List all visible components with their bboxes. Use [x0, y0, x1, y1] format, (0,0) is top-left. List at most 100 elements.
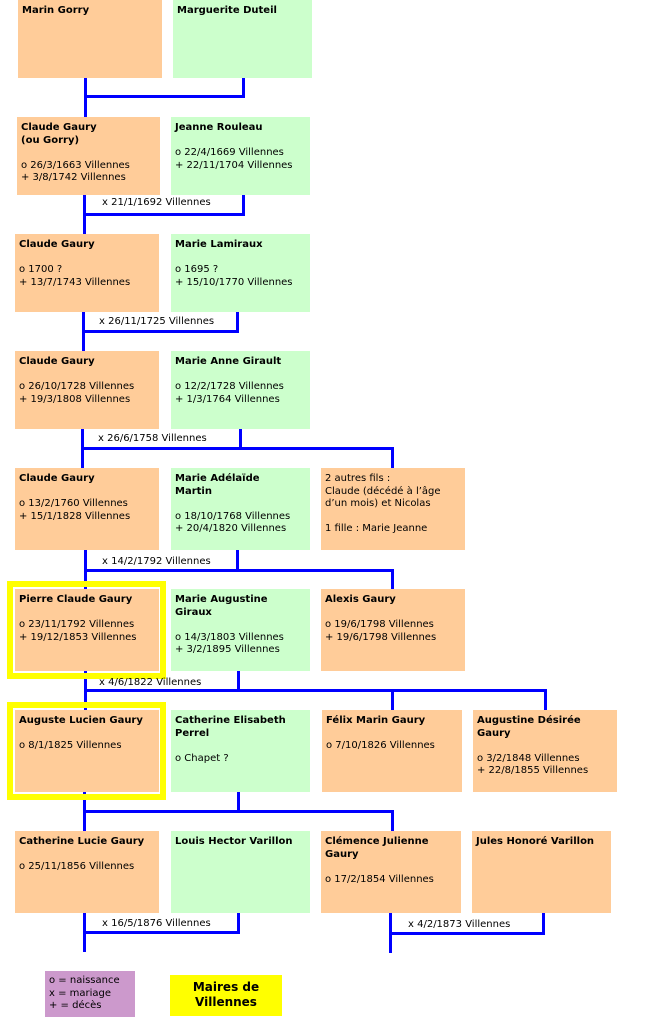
person-name: Marin Gorry: [22, 5, 90, 16]
life-event: o 26/3/1663 Villennes: [21, 159, 130, 171]
marriage-label: x 4/2/1873 Villennes: [408, 919, 511, 930]
mayor-highlight: [7, 581, 166, 679]
connector-line: [236, 312, 239, 331]
life-event: + 22/11/1704 Villennes: [175, 159, 293, 171]
spouse-box: Marie Adélaïde Martin o 18/10/1768 Villen…: [171, 468, 310, 550]
life-event: + 19/3/1808 Villennes: [19, 393, 131, 405]
connector-line: [84, 213, 245, 216]
person-name: Marie Augustine Giraux: [175, 594, 268, 618]
life-event: o 19/6/1798 Villennes: [325, 619, 434, 630]
person-box: Alexis Gaury o 19/6/1798 Villennes+ 19/6/…: [321, 589, 465, 671]
person-name: Jeanne Rouleau: [175, 122, 263, 133]
person-box: 2 autres fils : Claude (décédé à l’âge d…: [321, 468, 465, 550]
life-event: + 22/8/1855 Villennes: [477, 765, 589, 776]
life-event: + 3/8/1742 Villennes: [21, 172, 126, 183]
connector-line: [82, 447, 394, 450]
person-name: Marie Lamiraux: [175, 239, 263, 250]
person-name: Auguste Lucien Gaury: [19, 715, 143, 726]
connector-line: [84, 931, 240, 934]
life-event: + 3/2/1895 Villennes: [175, 644, 280, 655]
person-name: Félix Marin Gaury: [326, 715, 426, 726]
person-name: Marie Anne Girault: [175, 356, 282, 367]
person-name: Claude Gaury (ou Gorry): [21, 122, 97, 146]
connector-line: [391, 811, 394, 831]
marriage-label: x 14/2/1792 Villennes: [102, 556, 211, 567]
life-event: o 17/2/1854 Villennes: [325, 873, 434, 885]
marriage-label: x 26/6/1758 Villennes: [98, 433, 207, 444]
connector-line: [542, 913, 545, 933]
connector-line: [390, 932, 545, 935]
legend-symbols: o = naissance x = mariage + = décès: [45, 971, 135, 1017]
connector-line: [391, 448, 394, 468]
life-event: o 8/1/1825 Villennes: [19, 740, 122, 751]
spouse-box: Catherine Elisabeth Perrel o Chapet ?: [171, 710, 310, 792]
person-box: Claude Gaury (ou Gorry) o 26/3/1663 Ville…: [17, 117, 160, 195]
marriage-label: x 21/1/1692 Villennes: [102, 197, 211, 208]
life-event: o 13/2/1760 Villennes: [19, 498, 128, 509]
life-event: o Chapet ?: [175, 752, 229, 764]
siblings-note: 2 autres fils : Claude (décédé à l’âge d…: [325, 473, 441, 534]
life-event: + 15/10/1770 Villennes: [175, 276, 293, 288]
connector-line: [242, 195, 245, 214]
person-box: Auguste Lucien Gaury o 8/1/1825 Villennes: [15, 710, 159, 792]
person-box: Marin Gorry: [18, 0, 162, 78]
connector-line: [391, 570, 394, 589]
life-event: o 12/2/1728 Villennes: [175, 381, 284, 392]
person-name: Louis Hector Varillon: [175, 836, 293, 847]
person-name: Claude Gaury: [19, 473, 95, 484]
life-event: + 1/3/1764 Villennes: [175, 393, 280, 405]
person-box: Jules Honoré Varillon: [472, 831, 611, 913]
spouse-box: Louis Hector Varillon: [171, 831, 310, 913]
life-event: o 7/10/1826 Villennes: [326, 740, 435, 751]
marriage-label: x 26/11/1725 Villennes: [99, 316, 215, 327]
connector-line: [242, 78, 245, 97]
spouse-box: Marie Augustine Giraux o 14/3/1803 Villen…: [171, 589, 310, 671]
person-name: Catherine Elisabeth Perrel: [175, 715, 286, 739]
connector-line: [544, 690, 547, 710]
mayor-highlight: [7, 702, 166, 800]
spouse-box: Jeanne Rouleau o 22/4/1669 Villennes+ 22/…: [171, 117, 310, 195]
connector-line: [239, 429, 242, 448]
life-event: o 3/2/1848 Villennes: [477, 752, 580, 764]
life-event: o 25/11/1856 Villennes: [19, 861, 135, 872]
connector-line: [85, 689, 547, 692]
person-name: Jules Honoré Varillon: [476, 836, 595, 847]
connector-line: [237, 913, 240, 932]
person-name: Claude Gaury: [19, 356, 95, 367]
person-name: Clémence Julienne Gaury: [325, 836, 429, 860]
spouse-box: Marie Anne Girault o 12/2/1728 Villennes+…: [171, 351, 310, 429]
connector-line: [83, 330, 239, 333]
life-event: + 20/4/1820 Villennes: [175, 523, 287, 534]
connector-line: [236, 550, 239, 570]
life-event: o 22/4/1669 Villennes: [175, 147, 284, 158]
life-event: o 18/10/1768 Villennes: [175, 510, 291, 522]
person-box: Clémence Julienne Gaury o 17/2/1854 Ville…: [321, 831, 461, 913]
person-name: Alexis Gaury: [325, 594, 396, 605]
life-event: o 14/3/1803 Villennes: [175, 631, 284, 643]
life-event: o 1700 ?: [19, 264, 63, 275]
life-event: + 15/1/1828 Villennes: [19, 510, 131, 522]
legend-death: + = décès: [49, 1000, 102, 1011]
marriage-label: x 16/5/1876 Villennes: [102, 918, 211, 929]
life-event: o 26/10/1728 Villennes: [19, 381, 135, 392]
person-box: Félix Marin Gaury o 7/10/1826 Villennes: [322, 710, 462, 792]
person-name: Pierre Claude Gaury: [19, 594, 133, 605]
legend-mayors: Maires de Villennes: [170, 975, 282, 1016]
life-event: + 19/12/1853 Villennes: [19, 631, 137, 643]
legend-marriage: x = mariage: [49, 987, 112, 999]
person-name: Marie Adélaïde Martin: [175, 473, 260, 497]
life-event: + 13/7/1743 Villennes: [19, 276, 131, 288]
legend-birth: o = naissance: [49, 975, 120, 986]
person-box: Claude Gaury o 26/10/1728 Villennes+ 19/3…: [15, 351, 159, 429]
life-event: + 19/6/1798 Villennes: [325, 631, 437, 643]
person-box: Claude Gaury o 13/2/1760 Villennes+ 15/1/…: [15, 468, 159, 550]
spouse-box: Marguerite Duteil: [173, 0, 312, 78]
connector-line: [85, 569, 394, 572]
connector-line: [84, 810, 394, 813]
